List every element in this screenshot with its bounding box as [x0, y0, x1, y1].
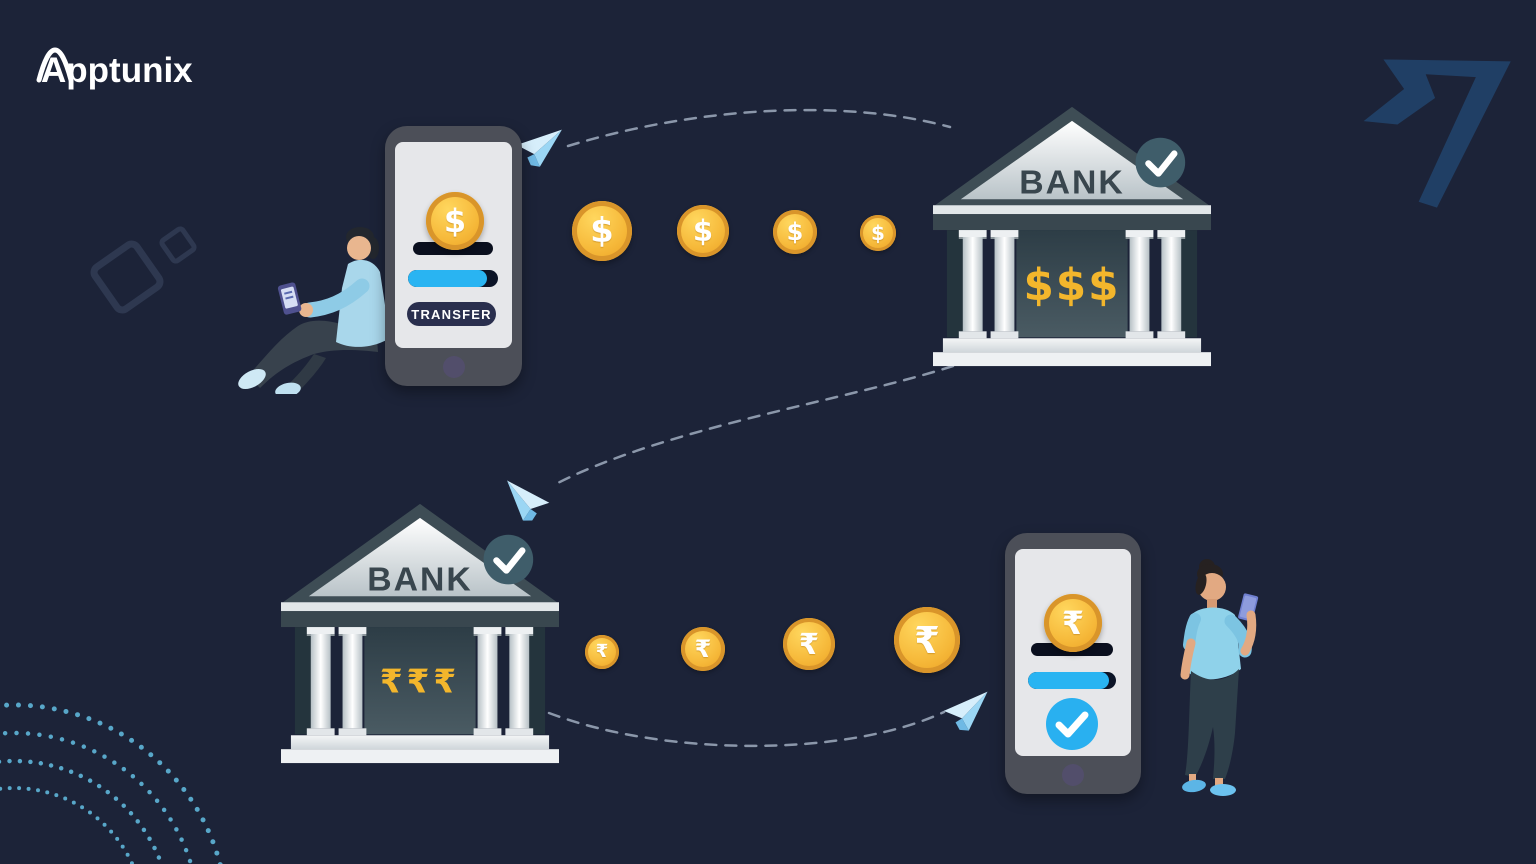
side-wall [294, 627, 313, 735]
coin-symbol: $ [692, 213, 714, 248]
entablature-lip [933, 205, 1211, 215]
transfer-button-label: TRANSFER [411, 306, 492, 322]
column [338, 627, 367, 736]
home-button [442, 356, 465, 378]
receiver-person-illustration [1180, 559, 1259, 796]
check-icon [1145, 150, 1178, 177]
coin-symbol: ₹ [595, 641, 609, 662]
bank-step [942, 338, 1202, 353]
vault-panel [1016, 230, 1128, 338]
coin-symbol: ₹ [1061, 604, 1085, 642]
dollar-coin-icon: $ [860, 215, 896, 251]
progress-fill [1028, 672, 1109, 689]
dashed-route-phone-to-bank [566, 108, 952, 148]
coin-symbol: $ [443, 202, 467, 240]
success-check-circle [1046, 698, 1098, 750]
transfer-progress-bar [1028, 672, 1116, 689]
paper-plane-icon [507, 480, 550, 521]
entablature [933, 214, 1211, 231]
dollar-coin-icon: $ [426, 192, 484, 250]
bank-step [281, 749, 559, 764]
progress-fill [408, 270, 488, 287]
side-wall [527, 627, 546, 735]
apptunix-logo: Apptunix [36, 47, 193, 90]
sender-person-illustration [238, 227, 390, 394]
column [306, 627, 335, 736]
rupee-coin-icon: ₹ [681, 627, 725, 671]
receiver-phone: ₹ [1005, 533, 1141, 794]
entablature-lip [281, 602, 559, 612]
dashed-route-bank-to-bank [550, 364, 955, 488]
columns [958, 230, 1186, 339]
bank-label: BANK [1019, 163, 1124, 201]
verified-check-badge [1135, 137, 1186, 188]
paper-plane-icon [516, 129, 562, 167]
coin-symbol: ₹ [798, 626, 820, 661]
coin-symbol: $ [590, 211, 614, 251]
verified-check-badge [483, 534, 534, 585]
rupee-coin-icon: ₹ [585, 635, 619, 669]
coin-symbol: ₹ [914, 618, 940, 662]
paper-plane-icon [943, 691, 988, 731]
entablature [281, 611, 559, 628]
rupee-coin-icon: ₹ [894, 607, 960, 673]
check-icon [1055, 711, 1089, 738]
column [473, 627, 502, 736]
dollar-coin-icon: $ [773, 210, 817, 254]
top-bank-building: BANK $$$ [933, 106, 1211, 367]
column [1157, 230, 1186, 339]
side-wall [1179, 230, 1198, 338]
bottom-bank-building: BANK ₹₹₹ [281, 503, 559, 764]
pediment-face [308, 517, 532, 597]
vault-currency-text: ₹₹₹ [380, 663, 460, 701]
bank-step [290, 735, 550, 750]
receiver-phone-screen: ₹ [1015, 549, 1131, 756]
coin-symbol: ₹ [694, 635, 712, 663]
transfer-flag-watermark-icon [1363, 59, 1511, 208]
columns [306, 627, 534, 736]
bank-step [933, 352, 1211, 367]
vault-panel [364, 627, 476, 735]
dollar-coin-icon: $ [677, 205, 729, 257]
transfer-button: TRANSFER [407, 302, 496, 326]
sender-phone: $ TRANSFER [385, 126, 522, 386]
column [990, 230, 1019, 339]
dashed-route-bank-to-phone [547, 710, 946, 748]
pediment-face [960, 120, 1184, 200]
rupee-coin-icon: ₹ [1044, 594, 1102, 652]
side-wall [946, 230, 965, 338]
column [958, 230, 987, 339]
sender-phone-screen: $ TRANSFER [395, 142, 512, 348]
bank-label: BANK [367, 560, 472, 598]
logo-arch-icon [36, 47, 74, 83]
coin-symbol: $ [871, 221, 885, 245]
home-button [1062, 764, 1084, 786]
column [505, 627, 534, 736]
vault-currency-text: $$$ [1023, 260, 1120, 311]
dollar-coin-icon: $ [572, 201, 632, 261]
logo-text: Apptunix [41, 51, 193, 90]
transfer-progress-bar [408, 270, 498, 287]
coin-symbol: $ [786, 218, 804, 246]
rupee-coin-icon: ₹ [783, 618, 835, 670]
column [1125, 230, 1154, 339]
check-icon [493, 547, 526, 574]
